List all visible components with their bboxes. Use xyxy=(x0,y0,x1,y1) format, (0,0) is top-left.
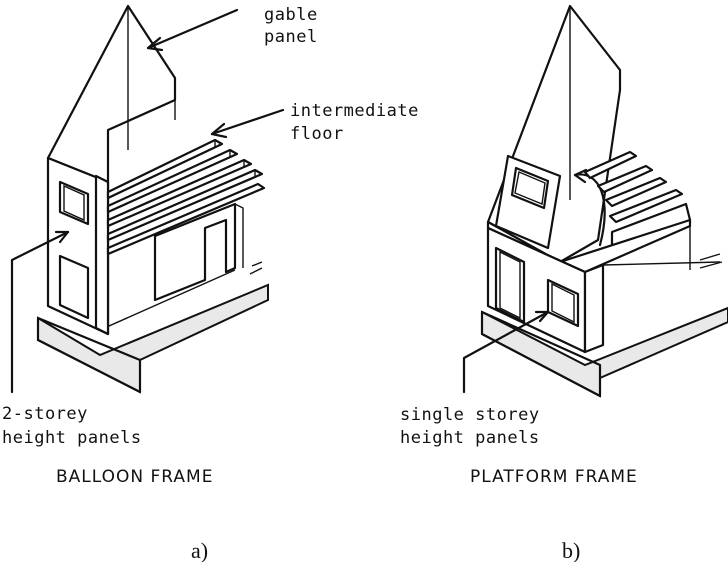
balloon-panels-label-line2: height panels xyxy=(2,428,142,448)
balloon-gable-panel xyxy=(46,4,177,184)
platform-upper-window xyxy=(510,166,550,210)
platform-door xyxy=(494,246,526,324)
gable-label-line1: gable xyxy=(264,5,318,25)
subfigure-label-b: b) xyxy=(562,538,580,562)
labels: gable panel intermediate floor 2-storey … xyxy=(2,5,638,562)
balloon-panels-label-line1: 2-storey xyxy=(2,404,88,424)
balloon-lower-door xyxy=(58,254,90,320)
platform-frame-caption: PLATFORM FRAME xyxy=(470,467,638,487)
platform-panels-label-line1: single storey xyxy=(400,405,540,425)
balloon-back-wall xyxy=(153,202,237,302)
subfigure-label-a: a) xyxy=(191,538,208,562)
balloon-upper-window xyxy=(58,180,90,226)
floor-label-line1: intermediate xyxy=(290,101,419,121)
platform-window xyxy=(546,278,580,328)
balloon-frame-caption: BALLOON FRAME xyxy=(56,467,213,487)
balloon-floor-joists xyxy=(106,138,266,256)
gable-label-line2: panel xyxy=(264,27,318,47)
balloon-frame-drawing xyxy=(10,4,285,394)
platform-panels-label-line2: height panels xyxy=(400,428,540,448)
floor-label-line2: floor xyxy=(290,124,344,144)
platform-frame-drawing xyxy=(462,4,728,398)
